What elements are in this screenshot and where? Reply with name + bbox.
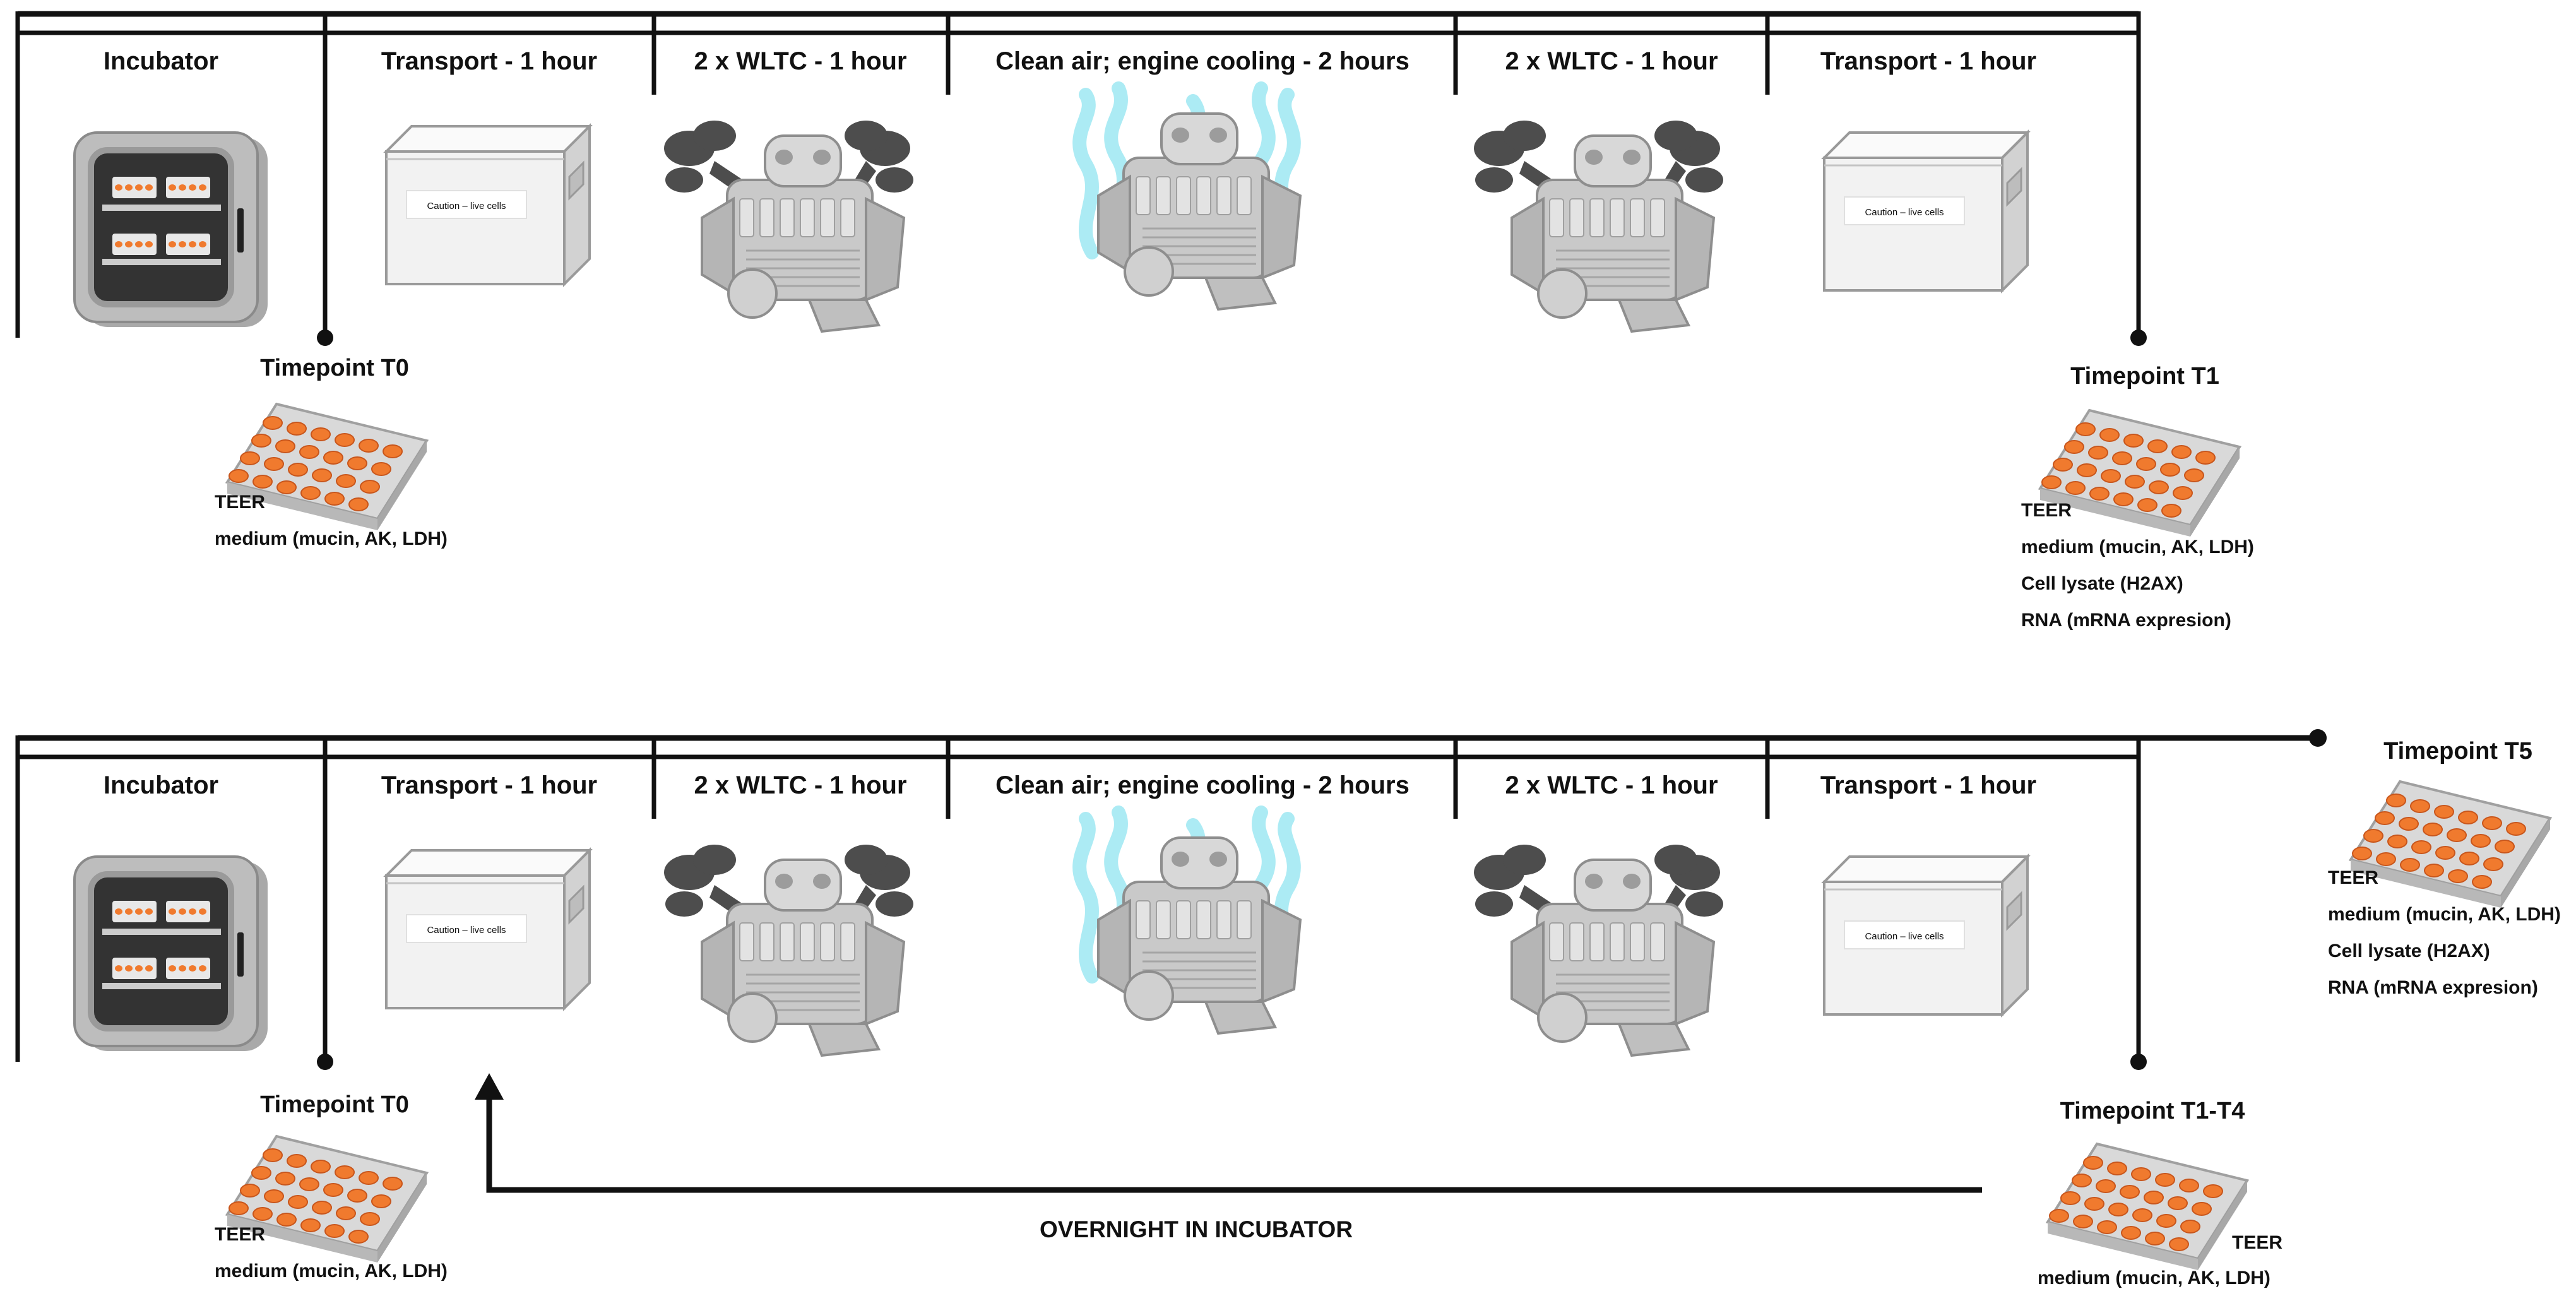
measurement-item: TEER bbox=[2328, 867, 2378, 888]
timepoint-0-0: Timepoint T0 TEER medium (mucin, AK, LDH) bbox=[215, 355, 448, 549]
measurement-item: TEER bbox=[215, 1224, 265, 1245]
transport-box-icon: Caution – live cells bbox=[1821, 853, 2031, 1018]
timepoint-marker bbox=[317, 1054, 333, 1070]
timepoint-marker bbox=[2309, 729, 2327, 747]
stage-label: Incubator bbox=[104, 47, 218, 75]
stage-2: 2 x WLTC - 1 hour bbox=[664, 47, 913, 333]
loop-arrowhead bbox=[475, 1073, 504, 1100]
incubator-icon bbox=[73, 855, 268, 1051]
well-plate-icon bbox=[225, 402, 429, 530]
caution-label: Caution – live cells bbox=[427, 201, 506, 211]
stage-label: Transport - 1 hour bbox=[381, 771, 597, 799]
engine-exhaust-icon bbox=[1474, 121, 1723, 333]
stage-0: Incubator bbox=[73, 771, 268, 1051]
stage-0: Incubator bbox=[73, 47, 268, 327]
measurement-item: Cell lysate (H2AX) bbox=[2328, 941, 2490, 961]
measurement-item: TEER bbox=[215, 492, 265, 513]
measurement-item: Cell lysate (H2AX) bbox=[2021, 573, 2183, 594]
stage-4: 2 x WLTC - 1 hour bbox=[1474, 771, 1723, 1057]
stage-label: 2 x WLTC - 1 hour bbox=[1505, 47, 1718, 75]
stage-label: 2 x WLTC - 1 hour bbox=[694, 771, 906, 799]
timepoint-title: Timepoint T1-T4 bbox=[2060, 1098, 2245, 1124]
timepoint-1-0: Timepoint T0 TEER medium (mucin, AK, LDH) bbox=[215, 1091, 448, 1281]
transport-box-icon: Caution – live cells bbox=[383, 123, 593, 287]
well-plate-icon bbox=[2348, 780, 2553, 908]
timepoint-title: Timepoint T5 bbox=[2383, 738, 2532, 764]
loop-arrow-line bbox=[486, 1092, 1982, 1193]
timepoint-title: Timepoint T0 bbox=[260, 355, 409, 381]
timepoint-marker bbox=[2130, 1054, 2147, 1070]
stage-3: Clean air; engine cooling - 2 hours bbox=[995, 47, 1410, 311]
transport-box-icon: Caution – live cells bbox=[1821, 129, 2031, 294]
measurement-item: medium (mucin, AK, LDH) bbox=[2021, 537, 2254, 557]
stage-label: Transport - 1 hour bbox=[381, 47, 597, 75]
well-plate-icon bbox=[2038, 408, 2242, 537]
engine-cooling-icon bbox=[1072, 81, 1302, 311]
timepoint-1-2: Timepoint T5 TEER medium (mucin, AK, LDH) C… bbox=[2328, 738, 2561, 998]
stage-label: Incubator bbox=[104, 771, 218, 799]
stage-4: 2 x WLTC - 1 hour bbox=[1474, 47, 1723, 333]
stage-label: Clean air; engine cooling - 2 hours bbox=[995, 771, 1410, 799]
timepoint-marker bbox=[2130, 330, 2147, 346]
stage-label: 2 x WLTC - 1 hour bbox=[694, 47, 906, 75]
timepoint-title: Timepoint T0 bbox=[260, 1091, 409, 1118]
measurement-item: RNA (mRNA expresion) bbox=[2021, 610, 2231, 631]
caution-label: Caution – live cells bbox=[1865, 207, 1944, 218]
caution-label: Caution – live cells bbox=[427, 925, 506, 936]
measurement-item: medium (mucin, AK, LDH) bbox=[2038, 1268, 2270, 1288]
stage-label: Clean air; engine cooling - 2 hours bbox=[995, 47, 1410, 75]
well-plate-icon bbox=[225, 1134, 429, 1263]
engine-exhaust-icon bbox=[664, 845, 913, 1057]
overnight-loop: OVERNIGHT IN INCUBATOR bbox=[475, 1073, 1982, 1242]
stage-3: Clean air; engine cooling - 2 hours bbox=[995, 771, 1410, 1035]
stage-2: 2 x WLTC - 1 hour bbox=[664, 771, 913, 1057]
caution-label: Caution – live cells bbox=[1865, 931, 1944, 942]
measurement-item: medium (mucin, AK, LDH) bbox=[215, 528, 448, 549]
stage-label: Transport - 1 hour bbox=[1820, 771, 2036, 799]
measurement-item: TEER bbox=[2021, 500, 2072, 521]
engine-exhaust-icon bbox=[664, 121, 913, 333]
measurement-item: TEER bbox=[2232, 1232, 2282, 1253]
timepoint-marker bbox=[317, 330, 333, 346]
well-plate-icon bbox=[2045, 1142, 2250, 1270]
stage-label: Transport - 1 hour bbox=[1820, 47, 2036, 75]
timepoint-0-1: Timepoint T1 TEER medium (mucin, AK, LDH) C… bbox=[2021, 363, 2254, 631]
incubator-icon bbox=[73, 131, 268, 327]
timepoint-title: Timepoint T1 bbox=[2070, 363, 2219, 389]
engine-exhaust-icon bbox=[1474, 845, 1723, 1057]
transport-box-icon: Caution – live cells bbox=[383, 847, 593, 1011]
measurement-item: RNA (mRNA expresion) bbox=[2328, 977, 2538, 998]
stage-label: 2 x WLTC - 1 hour bbox=[1505, 771, 1718, 799]
engine-cooling-icon bbox=[1072, 806, 1302, 1035]
measurement-item: medium (mucin, AK, LDH) bbox=[215, 1261, 448, 1281]
measurement-item: medium (mucin, AK, LDH) bbox=[2328, 904, 2561, 925]
loop-label: OVERNIGHT IN INCUBATOR bbox=[1040, 1216, 1353, 1242]
